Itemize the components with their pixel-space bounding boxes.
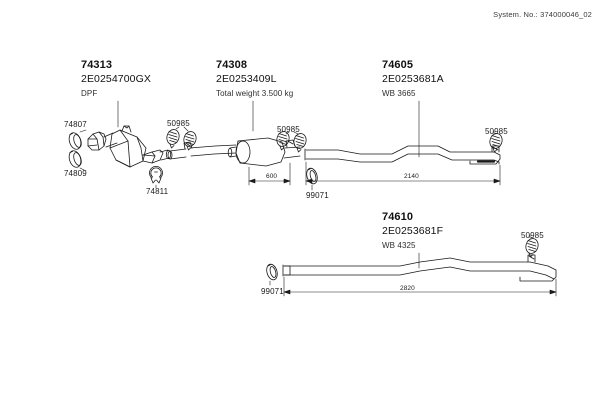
group-code-74605: 74605 [382, 59, 414, 71]
callout-74811: 74811 [146, 187, 169, 196]
leader-74809-ring [79, 167, 87, 172]
dimension-line-2820 [283, 276, 557, 297]
group-note-74313: DPF [81, 89, 98, 98]
group-note-74308: Total weight 3.500 kg [216, 89, 294, 98]
dimension-rear-pipe-lower: 2820 [400, 285, 415, 292]
dimension-muffler-length: 600 [266, 173, 278, 180]
dimension-rear-pipe-upper: 2140 [404, 173, 419, 180]
dpf-body-74313 [87, 125, 172, 168]
clamp-74811 [149, 165, 163, 184]
rear-pipe-74605 [304, 145, 501, 165]
group-part-number-74308: 2E0253409L [216, 73, 277, 85]
group-part-number-74605: 2E0253681A [382, 73, 444, 85]
clamp-front-50985-a [166, 129, 180, 149]
system-number-label: System. No.: 374000046_02 [493, 10, 592, 19]
group-code-74313: 74313 [81, 59, 113, 71]
clamp-rear-50985 [489, 133, 503, 153]
group-code-74610: 74610 [382, 211, 414, 223]
middle-muffler-74308 [227, 137, 301, 167]
gasket-mid-99071 [306, 167, 318, 185]
group-part-number-74313: 2E0254700GX [81, 73, 151, 85]
dimension-line-600 [248, 162, 291, 186]
callout-clamp-bottom-50985: 50985 [521, 231, 544, 240]
callout-gasket-bottom-99071: 99071 [261, 287, 284, 296]
group-code-74308: 74308 [216, 59, 248, 71]
group-note-74610: WB 4325 [382, 241, 416, 250]
callout-74809: 74809 [64, 169, 87, 178]
callout-clamp-front-50985: 50985 [167, 119, 190, 128]
callout-clamp-mid-50985: 50985 [277, 125, 300, 134]
callout-gasket-mid-99071: 99071 [306, 191, 329, 200]
rear-pipe-74610 [282, 254, 557, 282]
clamp-bottom-50985 [525, 238, 539, 258]
front-pipe-74308 [167, 141, 237, 160]
callout-74807: 74807 [64, 120, 87, 129]
group-note-74605: WB 3665 [382, 89, 416, 98]
leader-74807-ring [79, 129, 87, 133]
clamp-mid-50985-a [276, 131, 290, 151]
seal-ring-74807 [68, 132, 82, 150]
gasket-bottom-99071 [266, 263, 278, 281]
callout-clamp-rear-50985: 50985 [485, 127, 508, 136]
group-part-number-74610: 2E0253681F [382, 225, 444, 237]
seal-ring-74809 [68, 150, 82, 168]
clamp-mid-50985-b [293, 133, 307, 153]
dimension-line-2140 [305, 161, 501, 186]
